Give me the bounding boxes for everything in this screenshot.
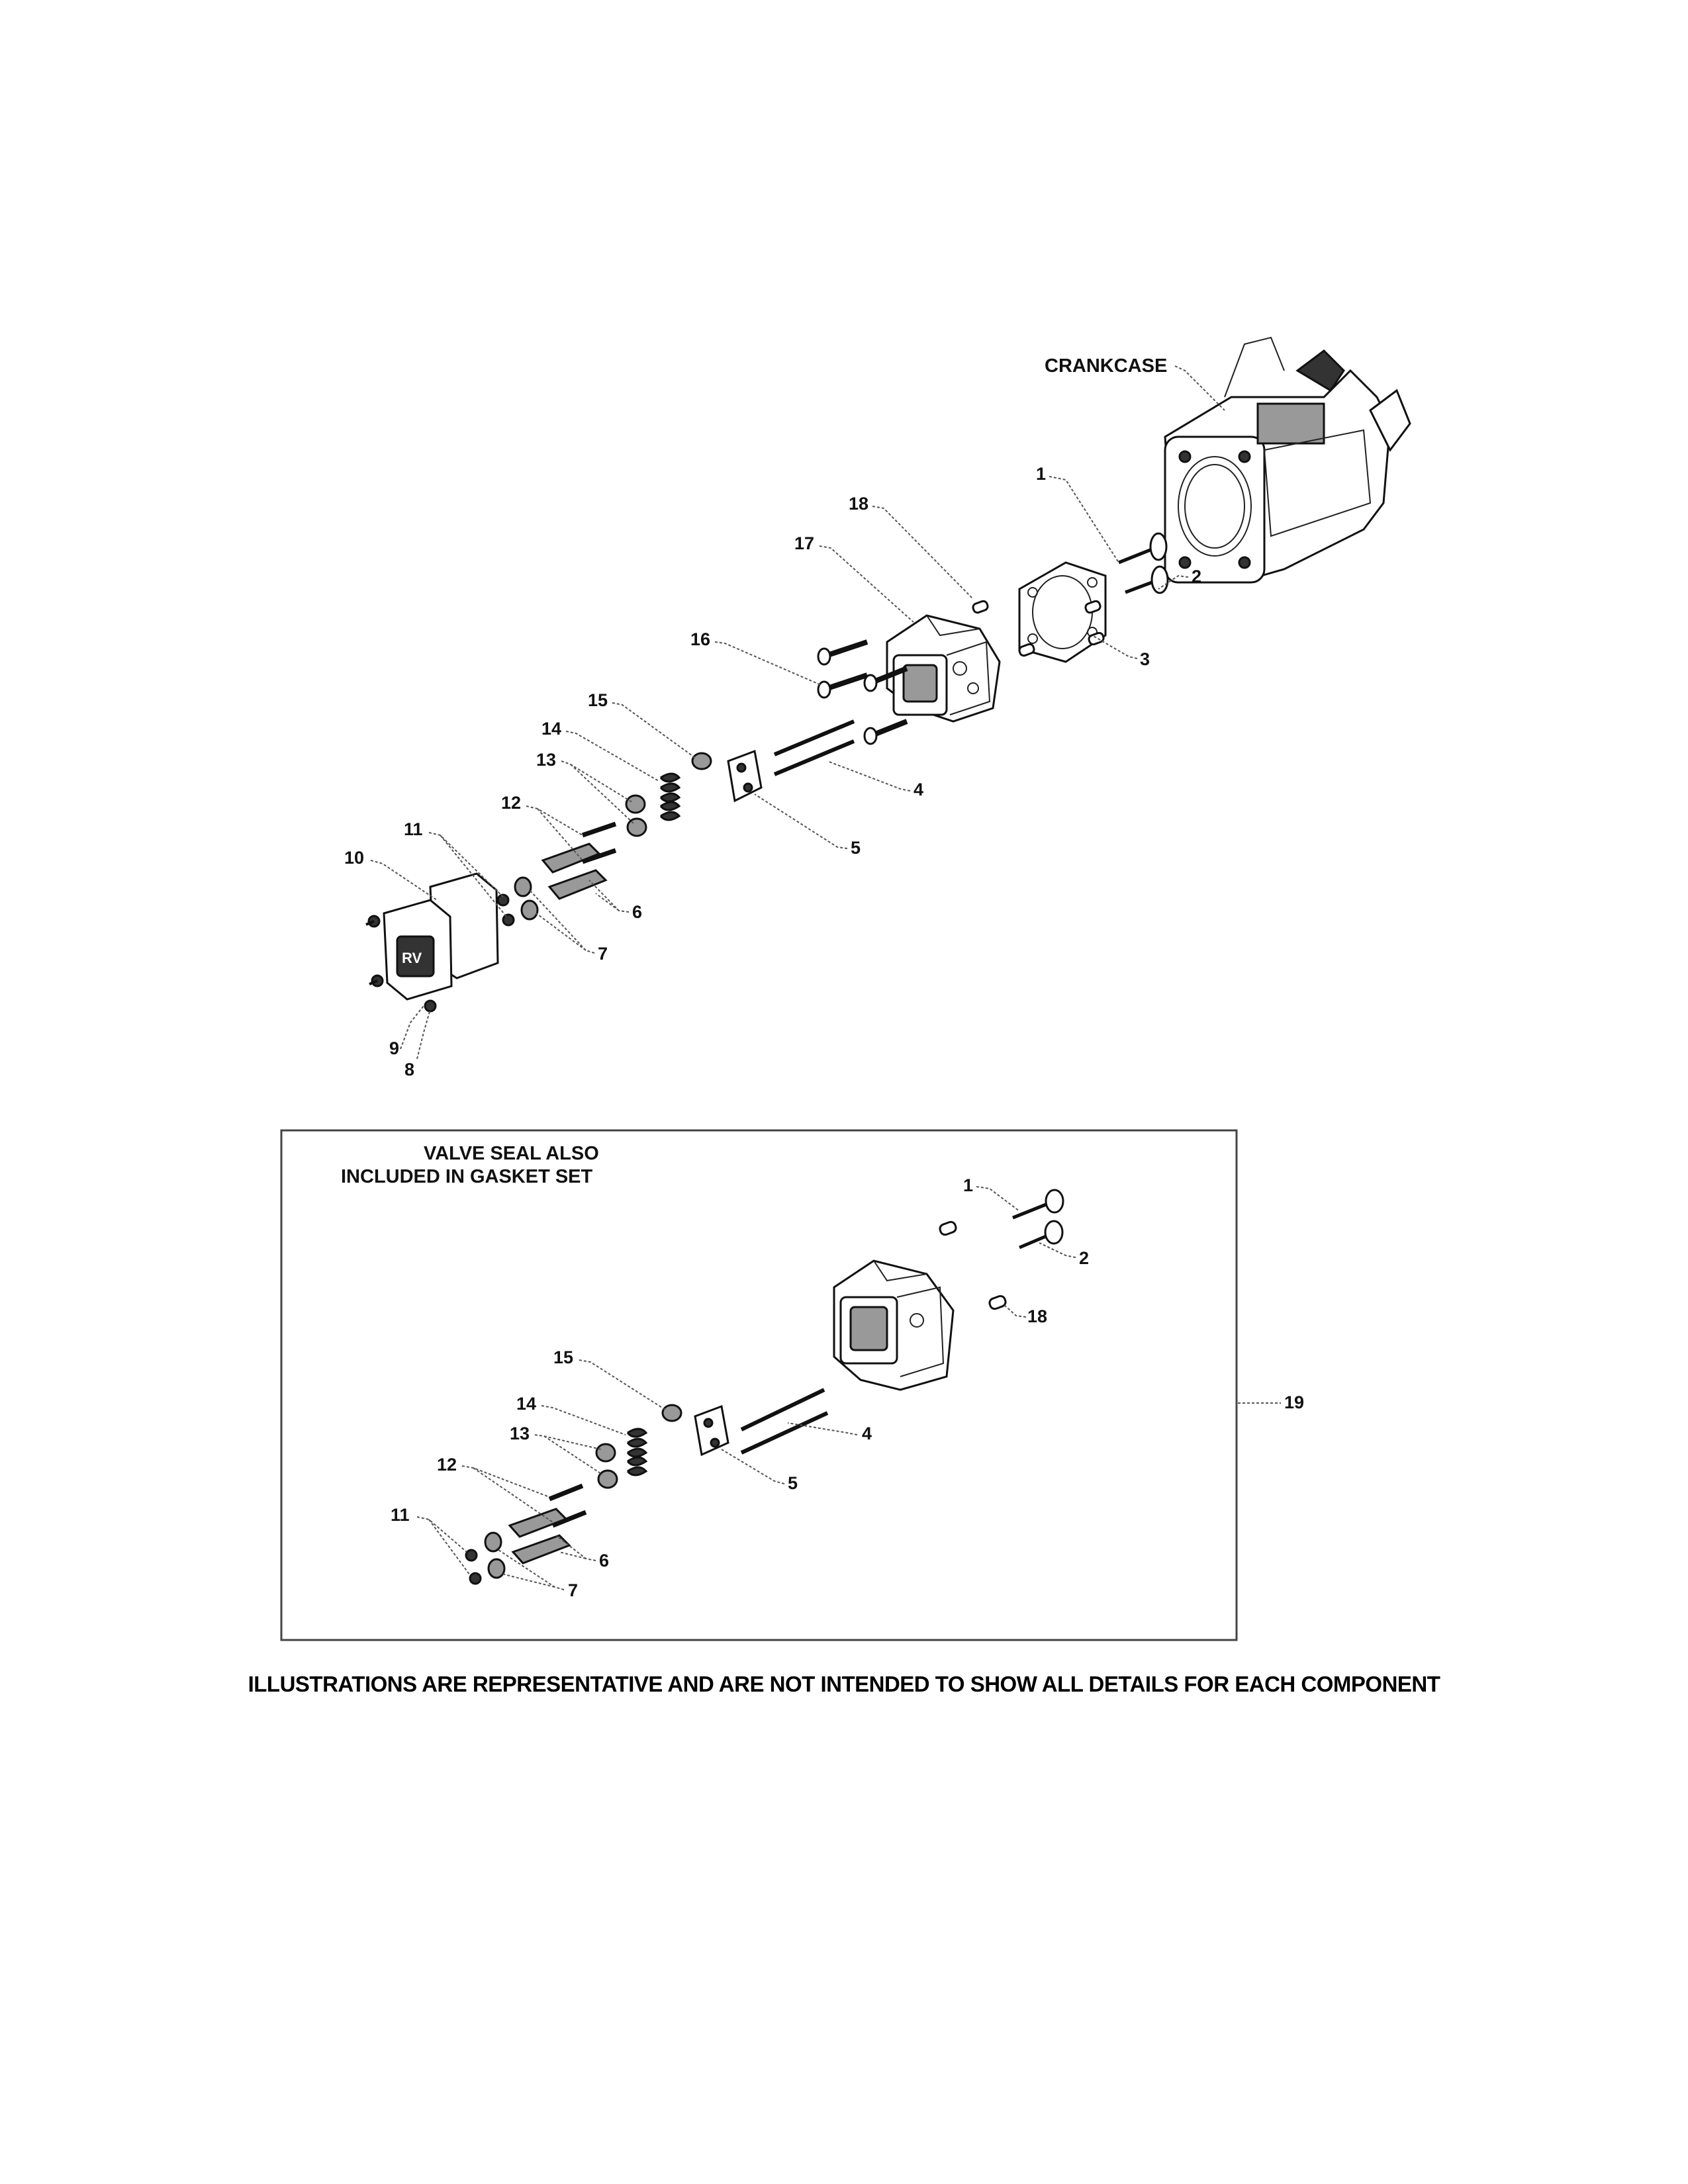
valve-seal-illustration <box>691 752 712 770</box>
kit-note-line2: INCLUDED IN GASKET SET <box>341 1166 593 1187</box>
kit-callout-13: 13 <box>510 1424 530 1443</box>
callout-11: 11 <box>404 819 423 839</box>
disclaimer-text: ILLUSTRATIONS ARE REPRESENTATIVE AND ARE… <box>248 1672 1440 1696</box>
rocker-studs-illustration <box>581 821 617 864</box>
rocker-arms-illustration <box>541 842 608 900</box>
kit-guide-plate-illustration <box>694 1404 729 1457</box>
callout-14: 14 <box>541 719 561 739</box>
crankcase-leader <box>1174 365 1225 411</box>
callout-17: 17 <box>794 533 814 553</box>
callout-15: 15 <box>588 690 608 710</box>
pivot-nuts-illustration <box>514 876 539 921</box>
callout-4: 4 <box>914 780 923 799</box>
kit-callout-15: 15 <box>553 1347 573 1367</box>
callout-5: 5 <box>851 838 861 858</box>
guide-plate-illustration <box>727 749 763 803</box>
cover-screws-illustration <box>365 915 437 1013</box>
kit-rocker-arms-illustration <box>508 1508 571 1565</box>
valve-cover-illustration: RV <box>383 899 453 1001</box>
callout-8: 8 <box>404 1060 414 1079</box>
callout-18: 18 <box>849 494 868 514</box>
callout-13: 13 <box>536 750 556 770</box>
jam-nuts-illustration <box>496 893 515 927</box>
svg-text:RV: RV <box>402 950 422 966</box>
head-gasket-illustration <box>1018 561 1107 663</box>
kit-callout-11: 11 <box>391 1505 410 1525</box>
kit-cylinder-head-illustration <box>833 1259 955 1391</box>
head-bolts-illustration <box>817 639 908 745</box>
kit-rocker-studs-illustration <box>548 1483 587 1528</box>
kit-note-line1: VALVE SEAL ALSO <box>424 1143 599 1164</box>
kit-callout-5: 5 <box>788 1473 798 1493</box>
kit-valve-seal-illustration <box>661 1404 682 1422</box>
cylinder-head-illustration <box>886 614 1001 723</box>
callout-7: 7 <box>598 944 608 964</box>
callout-16: 16 <box>690 629 710 649</box>
crankcase-label: CRANKCASE <box>1045 355 1167 377</box>
valve-springs-illustration <box>659 772 681 821</box>
kit-valve-springs-illustration <box>626 1428 648 1477</box>
kit-callout-6: 6 <box>599 1551 609 1570</box>
kit-callout-1: 1 <box>963 1175 973 1195</box>
crankcase-illustration <box>1164 336 1411 584</box>
kit-pivot-nuts-illustration <box>484 1531 506 1579</box>
valve-illustration <box>1118 532 1169 594</box>
kit-box <box>280 1129 1238 1641</box>
kit-dowel-pins-illustration <box>939 1220 1007 1310</box>
kit-callout-14: 14 <box>516 1394 536 1414</box>
dowel-pins-illustration <box>972 600 1105 657</box>
callout-12: 12 <box>501 793 521 813</box>
kit-jam-nuts-illustration <box>465 1549 482 1585</box>
callout-10: 10 <box>344 848 364 868</box>
kit-callout-18: 18 <box>1027 1306 1047 1326</box>
kit-callout-2: 2 <box>1079 1248 1089 1268</box>
kit-spring-retainers-illustration <box>595 1443 618 1489</box>
callout-6: 6 <box>632 902 642 922</box>
kit-callout-12: 12 <box>437 1455 457 1475</box>
kit-callout-7: 7 <box>568 1580 578 1600</box>
kit-callout-19: 19 <box>1284 1392 1304 1412</box>
kit-valve-illustration <box>1012 1189 1064 1250</box>
spring-retainers-illustration <box>625 794 647 837</box>
callout-2: 2 <box>1192 567 1201 586</box>
callout-9: 9 <box>389 1038 399 1058</box>
callout-1: 1 <box>1036 464 1046 484</box>
push-rods-illustration <box>773 719 855 776</box>
kit-push-rods-illustration <box>740 1388 829 1455</box>
callout-3: 3 <box>1140 649 1150 669</box>
kit-callout-4: 4 <box>862 1424 872 1443</box>
